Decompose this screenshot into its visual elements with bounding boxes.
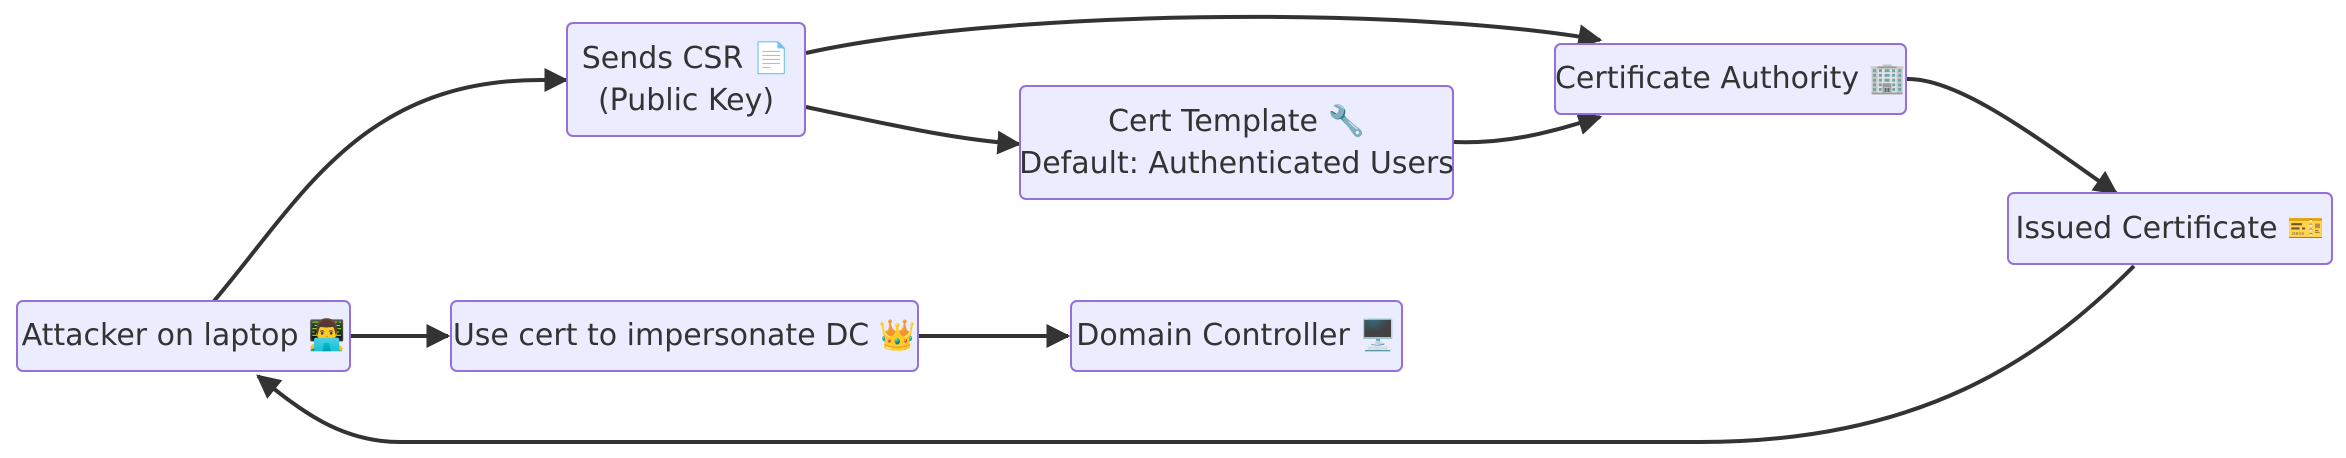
node-issued-label: Issued Certificate 🎫 [2015,210,2325,246]
node-attacker-on-laptop: Attacker on laptop 👨‍💻 [16,300,351,372]
edge-ca-to-issued [1906,76,2118,195]
node-sends-csr-line2: (Public Key) [597,82,775,118]
node-cert-template: Cert Template 🔧 Default: Authenticated U… [1019,85,1454,200]
node-domain-controller: Domain Controller 🖥️ [1070,300,1403,372]
node-impersonate-dc: Use cert to impersonate DC 👑 [450,300,919,372]
edge-template-to-ca [1453,111,1603,145]
node-cert-template-line2: Default: Authenticated Users [1019,145,1454,181]
node-attacker-label: Attacker on laptop 👨‍💻 [21,318,346,353]
node-issued-certificate: Issued Certificate 🎫 [2007,192,2333,265]
node-impersonate-label: Use cert to impersonate DC 👑 [452,318,917,353]
edge-attacker-to-csr [212,68,569,303]
node-certificate-authority: Certificate Authority 🏢 [1554,43,1907,115]
edge-csr-to-ca [805,14,1603,55]
node-sends-csr-line1: Sends CSR 📄 [581,40,791,76]
edge-issued-to-attacker [256,264,2136,444]
node-sends-csr: Sends CSR 📄 (Public Key) [566,22,806,137]
node-dc-label: Domain Controller 🖥️ [1076,318,1397,353]
node-cert-template-line1: Cert Template 🔧 [1108,103,1365,139]
node-ca-label: Certificate Authority 🏢 [1554,61,1907,96]
edge-csr-to-template [805,105,1022,155]
